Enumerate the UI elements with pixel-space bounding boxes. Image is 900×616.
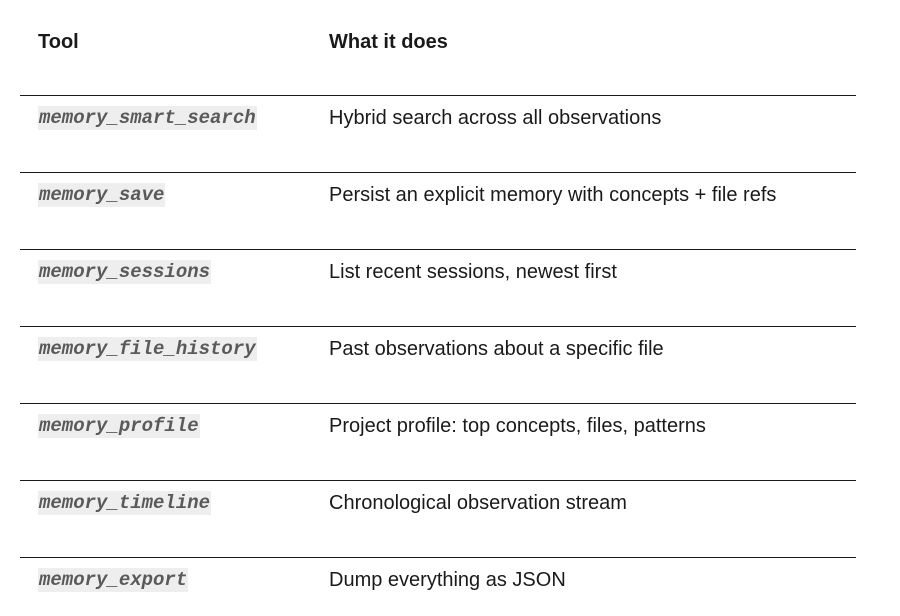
tool-name: memory_sessions — [38, 260, 212, 284]
table-row: memory_export Dump everything as JSON — [20, 558, 856, 616]
tool-description: Persist an explicit memory with concepts… — [329, 184, 777, 206]
tool-name: memory_save — [38, 183, 166, 207]
table-row: memory_file_history Past observations ab… — [20, 327, 856, 404]
tool-name: memory_profile — [38, 414, 200, 438]
header-description: What it does — [329, 31, 448, 53]
table-row: memory_sessions List recent sessions, ne… — [20, 250, 856, 327]
table-row: memory_save Persist an explicit memory w… — [20, 173, 856, 250]
table-row: memory_smart_search Hybrid search across… — [20, 96, 856, 173]
tool-name: memory_file_history — [38, 337, 257, 361]
table-row: memory_timeline Chronological observatio… — [20, 481, 856, 558]
tools-table: Tool What it does memory_smart_search Hy… — [20, 0, 856, 616]
tool-description: Dump everything as JSON — [329, 569, 566, 591]
header-tool: Tool — [38, 31, 79, 53]
tool-name: memory_export — [38, 568, 189, 592]
tool-description: Hybrid search across all observations — [329, 107, 662, 129]
tool-description: Past observations about a specific file — [329, 338, 664, 360]
table-row: memory_profile Project profile: top conc… — [20, 404, 856, 481]
tool-name: memory_timeline — [38, 491, 212, 515]
tool-name: memory_smart_search — [38, 106, 257, 130]
table-header-row: Tool What it does — [20, 0, 856, 96]
tool-description: Project profile: top concepts, files, pa… — [329, 415, 706, 437]
tool-description: Chronological observation stream — [329, 492, 627, 514]
tool-description: List recent sessions, newest first — [329, 261, 617, 283]
